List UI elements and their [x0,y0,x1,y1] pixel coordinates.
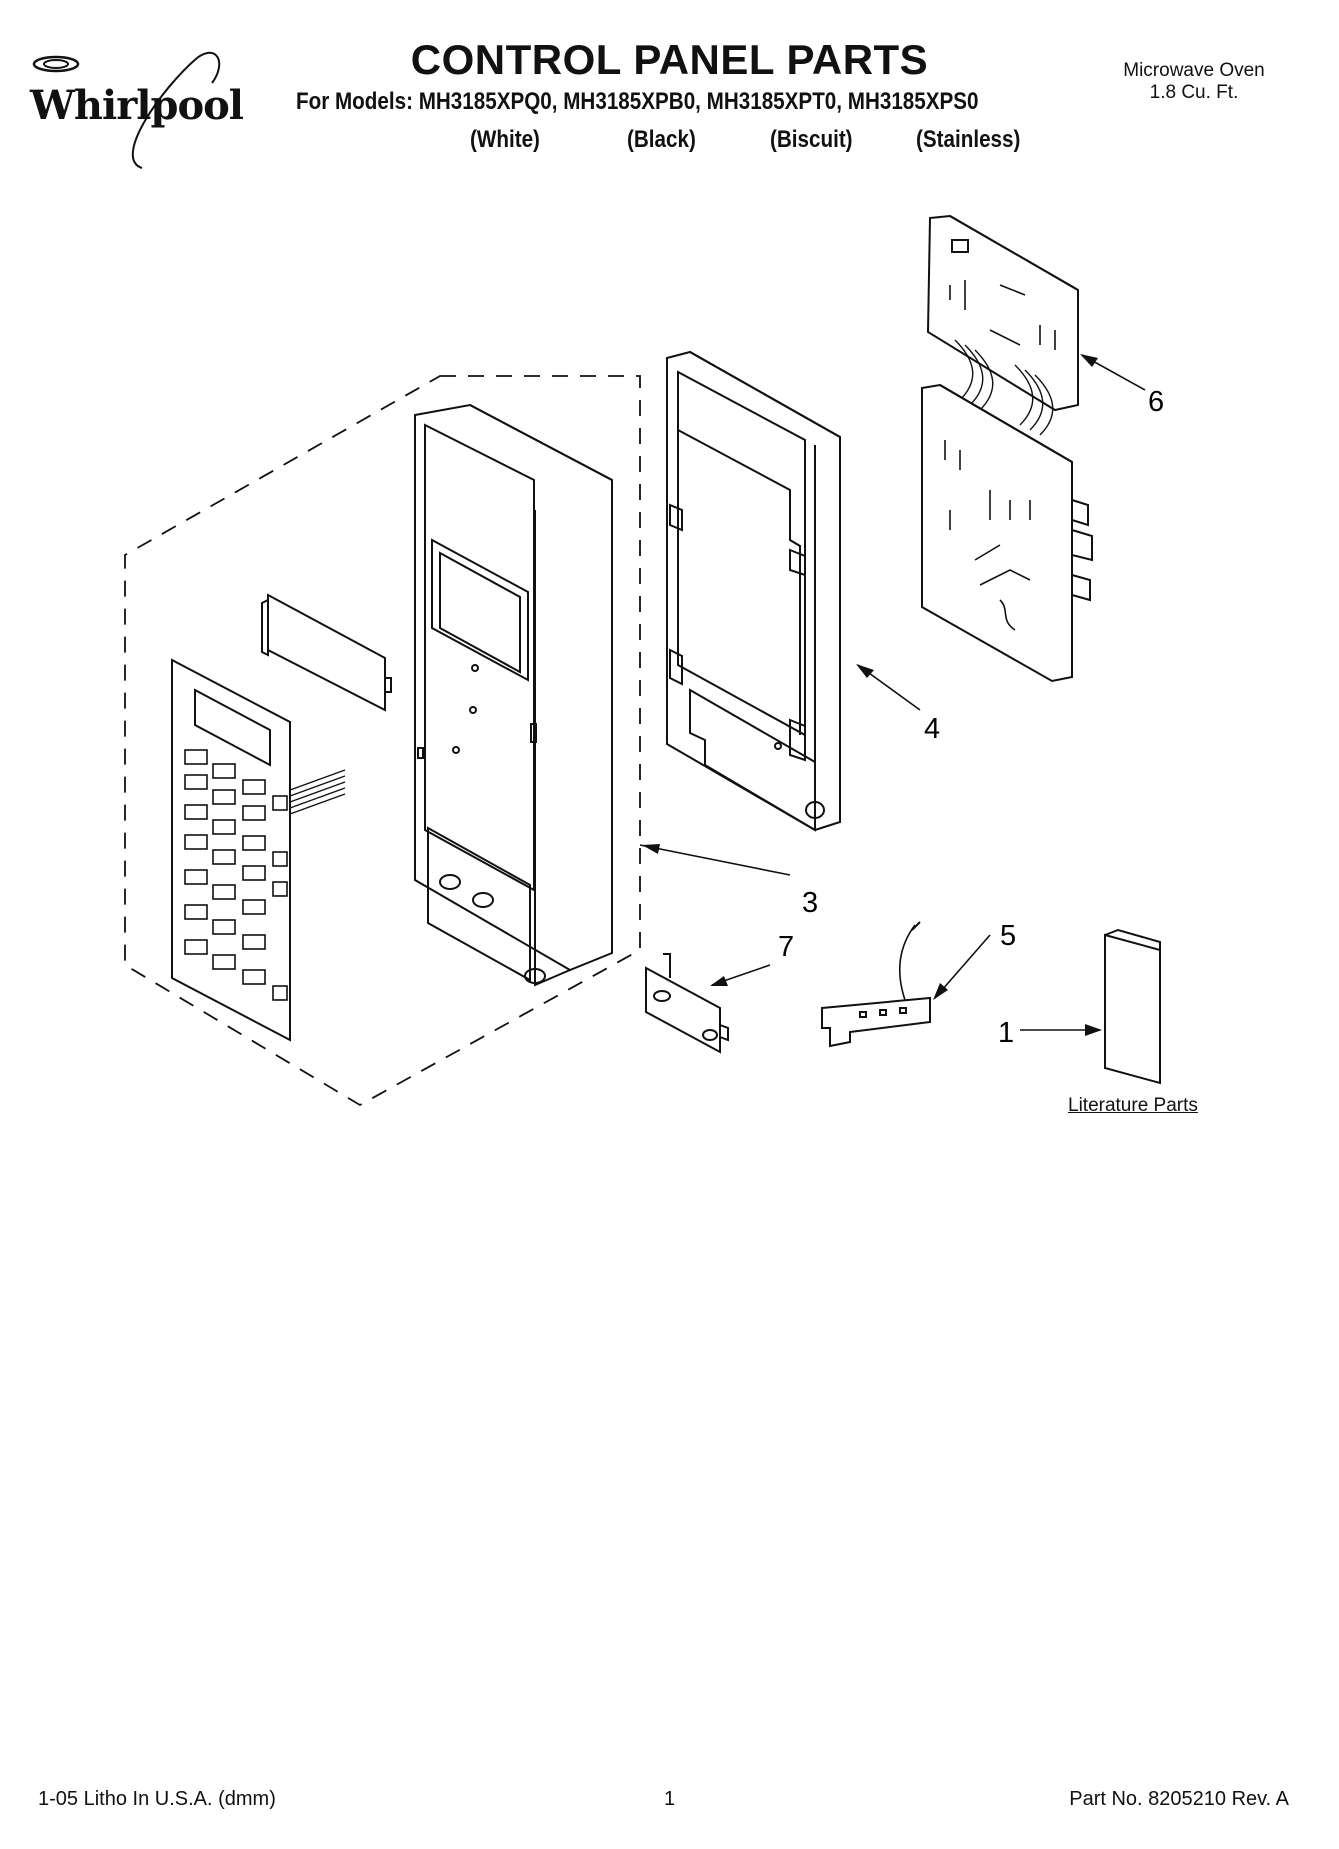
models-line: For Models: MH3185XPQ0, MH3185XPB0, MH31… [296,88,979,115]
variant-black: (Black) [627,126,696,153]
page-title: CONTROL PANEL PARTS [410,36,929,83]
whirlpool-logo: Whirlpool [22,38,262,178]
display-window-drawing [261,593,392,712]
callout-3: 3 [802,887,818,919]
callout-7: 7 [778,931,794,963]
part-6-upper-control-board [926,214,1079,436]
footer-litho: 1-05 Litho In U.S.A. (dmm) [38,1788,276,1810]
callout-6: 6 [1148,386,1164,418]
membrane-keypad-drawing [171,658,346,1042]
logo-swirl-icon [32,51,221,169]
part-4-panel-bracket [666,350,841,832]
footer-page-number: 1 [664,1788,676,1810]
footer-part-number: Part No. 8205210 Rev. A [1069,1788,1289,1810]
assembly-boundary-dashed [124,375,641,1107]
product-line-1: Microwave Oven [1123,60,1265,81]
variant-white: (White) [470,126,540,153]
lower-power-board-drawing [921,383,1093,683]
arrowhead-6 [1080,354,1098,367]
callout-5: 5 [1000,920,1016,952]
arrowhead-1 [1085,1024,1102,1036]
arrowhead-5 [933,983,948,1000]
callout-4: 4 [924,713,940,745]
part-5-small-board [821,921,931,1048]
product-line-2: 1.8 Cu. Ft. [1149,82,1239,103]
product-description: Microwave Oven 1.8 Cu. Ft. [1104,60,1284,104]
logo-wordmark: Whirlpool [30,82,244,129]
variant-biscuit: (Biscuit) [770,126,853,153]
part-7-bracket [645,953,729,1054]
part-1-literature-booklet [1104,928,1161,1085]
arrowhead-4 [856,664,874,678]
leader-3 [639,844,791,876]
arrowhead-3 [642,844,660,854]
part-3-control-panel-frame [414,403,613,987]
arrowhead-7 [710,976,728,986]
callout-1: 1 [998,1017,1014,1049]
literature-parts-label: Literature Parts [1068,1095,1198,1116]
variant-stainless: (Stainless) [916,126,1021,153]
